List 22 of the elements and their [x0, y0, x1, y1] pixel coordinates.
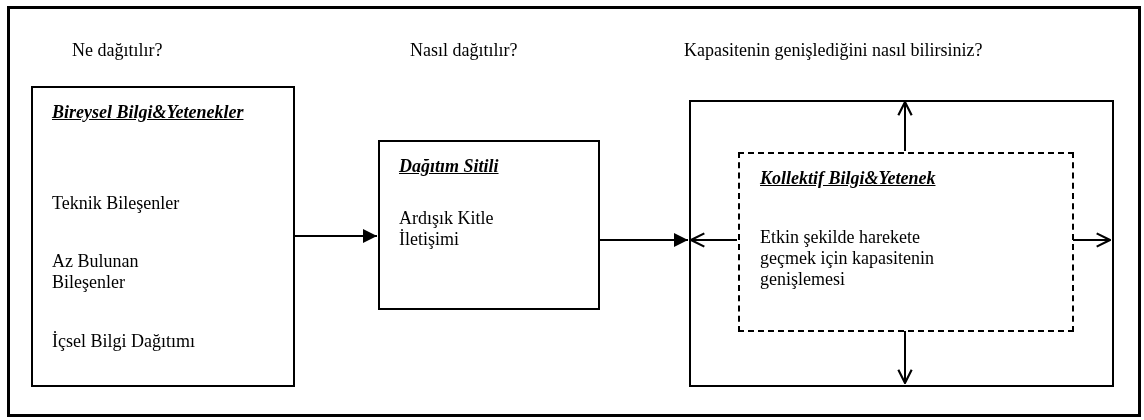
dashed-box — [738, 152, 1074, 332]
process-box — [378, 140, 600, 310]
question-text: Ne dağıtılır? — [72, 40, 163, 61]
box-heading: Bireysel Bilgi&Yetenekler — [52, 102, 245, 123]
box-text: Ardışık Kitle İletişimi — [399, 208, 495, 250]
arrow — [1072, 232, 1112, 248]
box-text: Teknik Bileşenler — [52, 193, 181, 214]
arrow — [897, 100, 913, 152]
arrow — [598, 233, 689, 247]
question-text: Kapasitenin genişlediğini nasıl bilirsiniz? — [684, 40, 983, 61]
question-text: Nasıl dağıtılır? — [410, 40, 518, 61]
process-box — [31, 86, 295, 387]
box-text: İçsel Bilgi Dağıtımı — [52, 331, 196, 352]
arrow — [689, 232, 738, 248]
box-heading: Kollektif Bilgi&Yetenek — [760, 168, 937, 189]
box-heading: Dağıtım Sitili — [399, 156, 500, 177]
box-text: Etkin şekilde harekete geçmek için kapasitenin genişlemesi — [760, 227, 935, 290]
arrow — [897, 330, 913, 385]
outer-box — [689, 100, 1114, 387]
box-text: Az Bulunan Bileşenler — [52, 251, 140, 293]
arrow — [293, 229, 378, 243]
frame — [7, 6, 1141, 417]
